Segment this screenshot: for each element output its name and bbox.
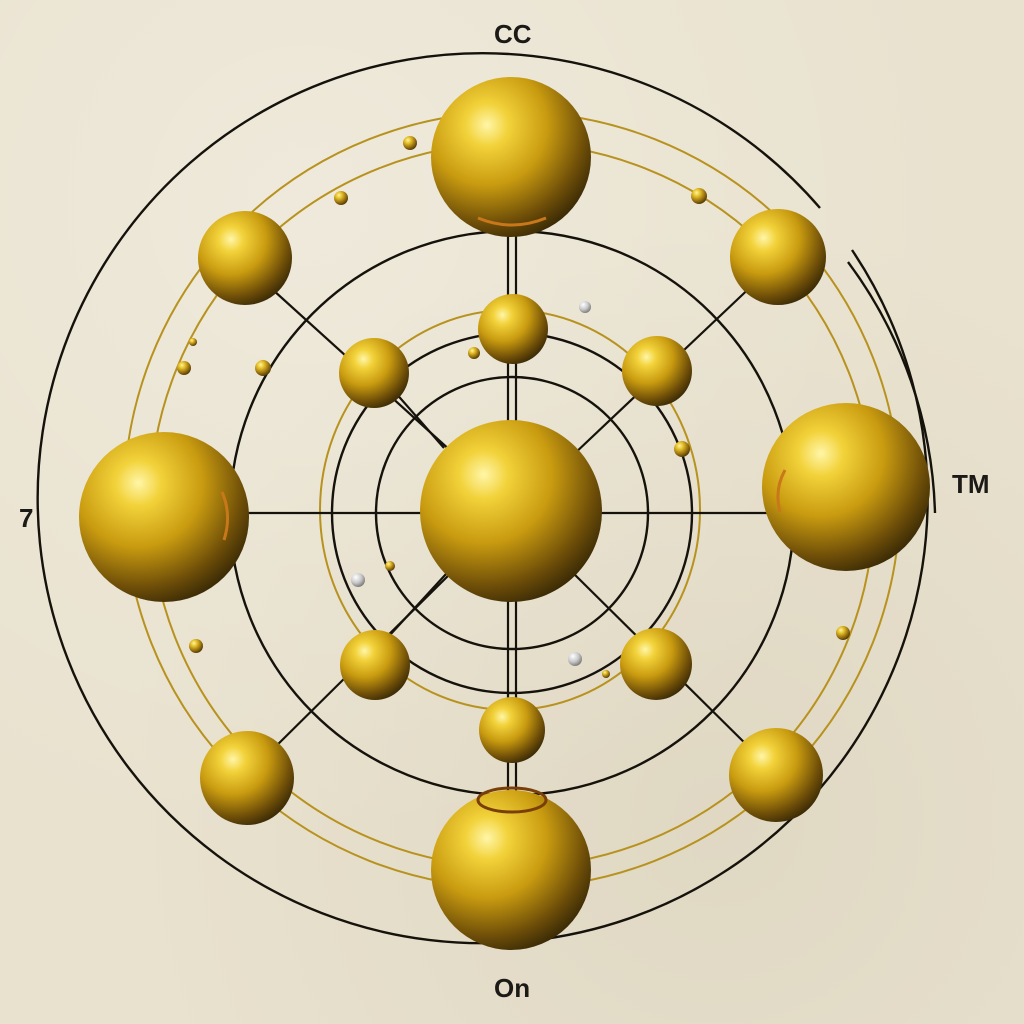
bond-joints (220, 216, 787, 814)
sphere-bottom (431, 790, 591, 950)
label-left: 7 (19, 503, 34, 533)
outer-ring-arc-right (847, 261, 937, 514)
bead (836, 626, 850, 640)
sphere-inner-top (478, 294, 548, 364)
label-top: CC (494, 19, 532, 49)
joint-left (220, 491, 229, 541)
bead (385, 561, 395, 571)
label-bottom: On (494, 973, 531, 1003)
label-right: TM (952, 469, 990, 499)
sphere-right (762, 403, 930, 571)
bead (674, 441, 690, 457)
sphere-inner-upper-right (622, 336, 692, 406)
sphere-inner-lower-left (340, 630, 410, 700)
joint-right (776, 469, 787, 513)
silver-electron (568, 652, 582, 666)
sphere-inner-lower-right (620, 628, 692, 700)
silver-electron (579, 301, 591, 313)
bead (691, 188, 707, 204)
bead (189, 338, 197, 346)
bead (468, 347, 480, 359)
sphere-inner-bottom (479, 697, 545, 763)
sphere-center (420, 420, 602, 602)
sphere-left (79, 432, 249, 602)
sphere-lower-right (729, 728, 823, 822)
bead (334, 191, 348, 205)
spheres (79, 77, 930, 950)
bead (255, 360, 271, 376)
silver-electrons (351, 301, 591, 666)
bead (177, 361, 191, 375)
silver-electron (351, 573, 365, 587)
bead (602, 670, 610, 678)
joint-top (477, 216, 547, 227)
sphere-upper-right (730, 209, 826, 305)
joint-bottom (476, 786, 548, 814)
sphere-inner-upper-left (339, 338, 409, 408)
sphere-upper-left (198, 211, 292, 305)
orbit-beads (177, 136, 850, 678)
sphere-lower-left (200, 731, 294, 825)
outer-ring-arc (36, 52, 929, 945)
sphere-top (431, 77, 591, 237)
bead (403, 136, 417, 150)
bead (189, 639, 203, 653)
